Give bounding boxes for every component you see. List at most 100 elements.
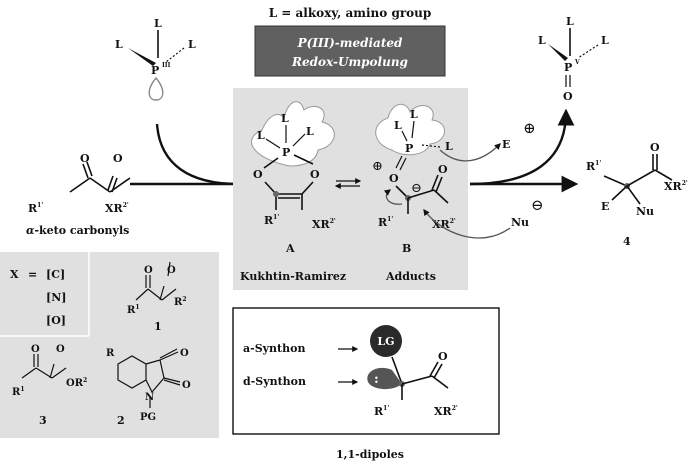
synthon-box — [232, 307, 500, 435]
lone-pair-lobe — [148, 76, 164, 101]
b-carbonyl-oxygen: O — [438, 163, 448, 176]
a-ligand-left: L — [257, 129, 265, 142]
b-xr2: XR2' — [432, 218, 456, 231]
a-r1: R1' — [264, 214, 279, 227]
product-nu: Nu — [636, 205, 654, 218]
product-4: O R1' XR2' E Nu 4 — [586, 141, 688, 248]
substrate-caption: α-keto carbonyls — [26, 224, 129, 237]
b-oxygen: O — [389, 172, 399, 185]
reagent-entry-curve — [155, 123, 239, 186]
nucleophile-charge: ⊖ — [531, 196, 544, 214]
x-definition: X = [C] [N] [O] — [10, 268, 66, 327]
oxidation-state-iii: III — [162, 62, 171, 69]
x-equals: = — [28, 268, 37, 281]
intermediate-a: L L L P O O R1' XR2' A — [251, 101, 336, 255]
c2-oxygen-2: O — [182, 380, 191, 391]
c1-r2: R2 — [174, 296, 187, 308]
compounds-panel — [0, 252, 219, 438]
lobe-cloud-a — [251, 101, 335, 167]
b-phosphorus: P — [405, 142, 413, 155]
electrophile-arrow — [439, 143, 501, 162]
a-ligand-top: L — [281, 112, 289, 125]
c2-pg: PG — [140, 412, 156, 423]
c3-or2: OR2 — [66, 377, 87, 389]
a-label: A — [285, 242, 295, 255]
a-phosphorus: P — [282, 146, 290, 159]
a-xr2: XR2' — [312, 218, 336, 231]
oxide-phosphorus: P — [564, 61, 572, 74]
banner-line-2: Redox-Umpolung — [291, 55, 408, 69]
phosphine-oxide: L L L P V O — [538, 15, 609, 103]
phosphorus-atom: P — [151, 64, 159, 77]
b-push-arrow-o — [383, 189, 403, 205]
compound-3: O O R1 OR2 3 — [12, 344, 87, 427]
dipoles-caption: 1,1-dipoles — [336, 448, 404, 461]
ligand-right: L — [188, 38, 196, 51]
b-minus-charge: ⊖ — [411, 181, 422, 196]
lobe-cloud-b — [375, 103, 445, 156]
a-oxygen-right: O — [310, 168, 320, 181]
synthon-r1: R1' — [374, 405, 389, 418]
nucleophile-label: Nu — [511, 216, 529, 229]
kukhtin-ramirez-caption: Kukhtin-Ramirez — [240, 270, 346, 283]
x-label: X — [10, 268, 19, 281]
ligand-definition: L = alkoxy, amino group — [269, 6, 432, 20]
donor-lobe — [367, 367, 402, 390]
b-label: B — [402, 242, 411, 255]
c2-nitrogen: N — [145, 392, 154, 403]
product-r1: R1' — [586, 160, 601, 173]
ligand-left: L — [115, 38, 123, 51]
synthon-xr2: XR2' — [434, 405, 458, 418]
banner-line-1: P(III)-mediated — [297, 36, 403, 50]
synthon-structure: LG : O R1' XR2' — [367, 325, 458, 418]
c1-r1: R1 — [127, 304, 140, 316]
a-oxygen-left: O — [253, 168, 263, 181]
a-synthon-label: a-Synthon — [243, 342, 305, 355]
product-e: E — [601, 200, 609, 213]
a-ligand-right: L — [306, 125, 314, 138]
c3-label: 3 — [39, 414, 47, 427]
c3-r1: R1 — [12, 386, 25, 398]
c2-r: R — [106, 348, 115, 359]
b-ligand-top: L — [410, 108, 418, 121]
electrophile: E ⊕ — [502, 119, 536, 151]
adducts-caption: Adducts — [385, 270, 436, 283]
oxide-oxygen: O — [563, 90, 573, 103]
substrate-oxygen-2: O — [113, 152, 123, 165]
oxide-ligand-right: L — [601, 34, 609, 47]
x-option-c: [C] — [46, 268, 65, 281]
c3-oxygen-2: O — [56, 344, 65, 355]
oxide-ligand-top: L — [566, 15, 574, 28]
c1-oxygen-2: O — [167, 265, 176, 276]
substrate-xr2: XR2' — [105, 202, 129, 215]
oxide-exit-curve — [469, 108, 575, 186]
phosphine-reagent: L L L P III — [115, 17, 196, 101]
c1-label: 1 — [154, 320, 162, 333]
ligand-top: L — [154, 17, 162, 30]
b-plus-charge: ⊕ — [372, 159, 383, 174]
product-label: 4 — [623, 235, 631, 248]
c2-label: 2 — [117, 414, 125, 427]
leaving-group-label: LG — [377, 335, 394, 348]
substrate-oxygen-1: O — [80, 152, 90, 165]
product-xr2: XR2' — [664, 180, 688, 193]
intermediate-b: L L L P O ⊕ ⊖ O R1' XR2' B — [372, 103, 456, 255]
oxide-ligand-left: L — [538, 34, 546, 47]
a-carbon-dot — [273, 191, 279, 197]
leaving-group-circle — [370, 325, 402, 357]
equilibrium-arrows — [334, 178, 362, 189]
ketocarbonyl-substrate: O O R1' XR2' α-keto carbonyls — [26, 152, 131, 237]
nucleophile-arrow — [423, 208, 511, 239]
compound-1: O O R1 R2 1 — [127, 261, 187, 333]
umpolung-banner: P(III)-mediated Redox-Umpolung — [254, 25, 446, 77]
b-ligand-right: L — [445, 140, 453, 153]
synthon-oxygen: O — [438, 350, 448, 363]
product-oxygen: O — [650, 141, 660, 154]
c2-oxygen-1: O — [180, 348, 189, 359]
electrophile-label: E — [502, 138, 510, 151]
x-option-n: [N] — [46, 291, 66, 304]
substrate-r1: R1' — [28, 202, 43, 215]
x-option-o: [O] — [46, 314, 66, 327]
b-ligand-left: L — [394, 119, 402, 132]
